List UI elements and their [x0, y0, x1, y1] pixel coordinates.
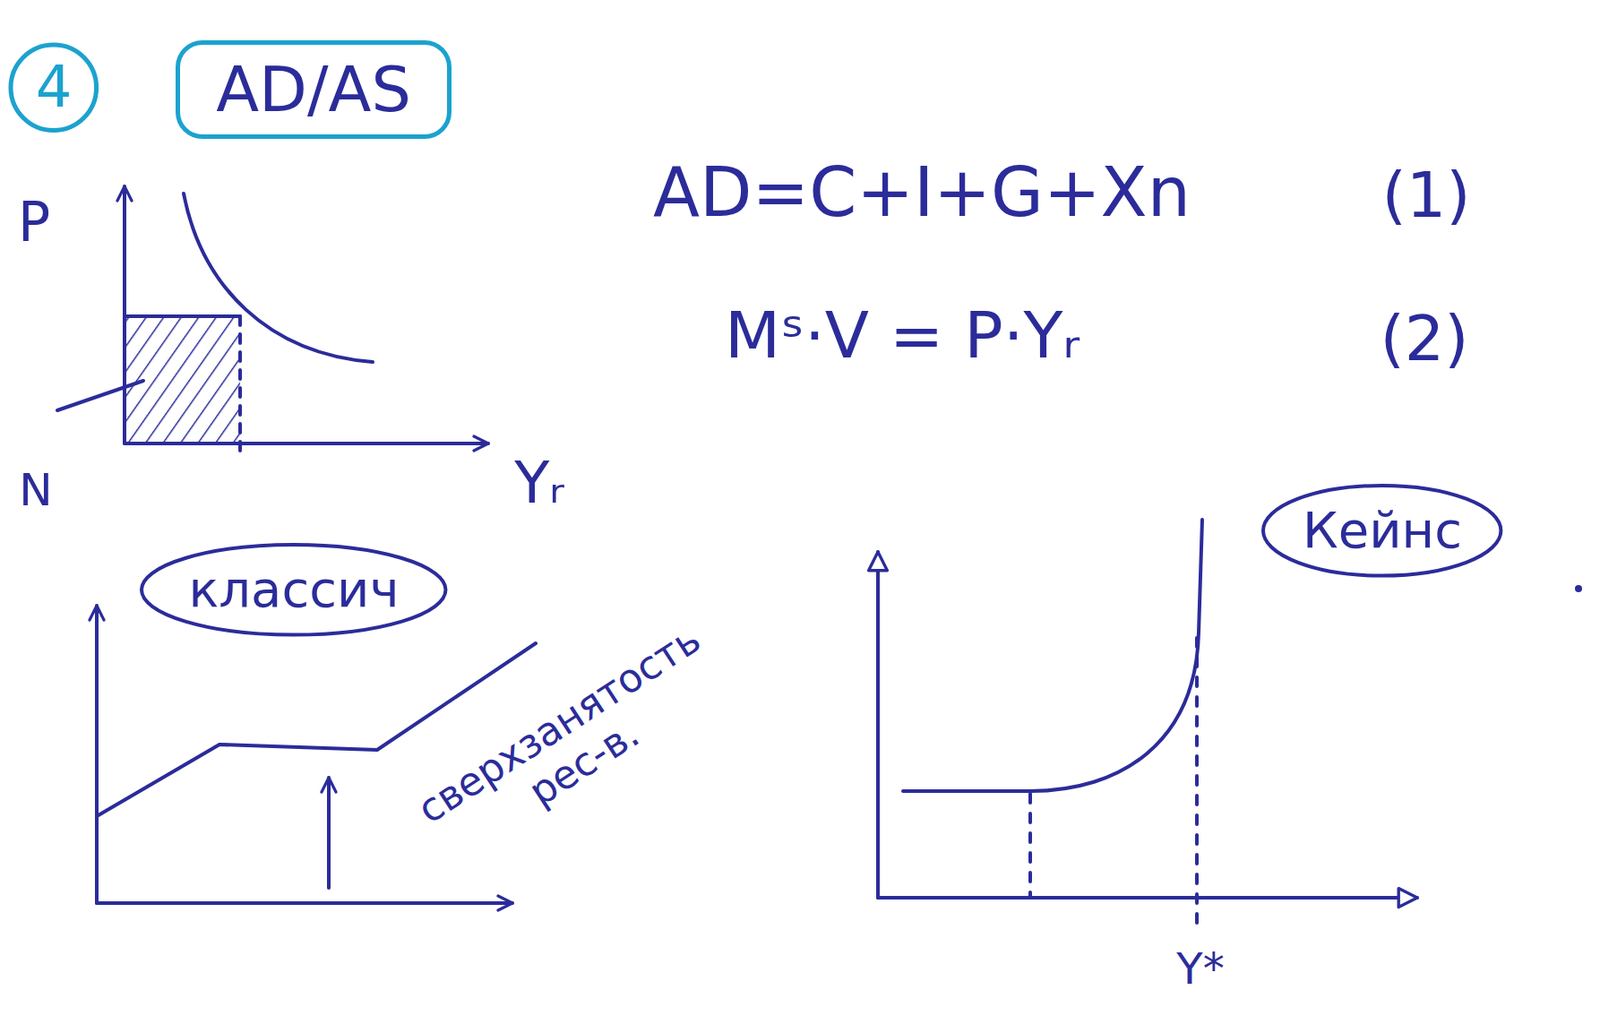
item-number: 4 [8, 42, 100, 134]
outline [1263, 485, 1501, 577]
up-arrow [326, 777, 331, 888]
x-axis [96, 901, 513, 905]
dashed-guide [1028, 793, 1033, 896]
formula: Mˢ·V = P·Yᵣ [724, 298, 1080, 373]
x-axis [877, 895, 1418, 900]
outline [141, 544, 446, 636]
y-axis [876, 551, 880, 898]
model-label: Кейнс [1260, 482, 1504, 579]
annotation: сверхзанятость рес-в. [396, 608, 748, 880]
hatched-area [126, 316, 241, 442]
axis-label: P [17, 191, 51, 254]
equation-number: (2) [1379, 302, 1469, 376]
axis-label: Yᵣ [514, 450, 565, 517]
node-text: 4 [35, 54, 73, 121]
leader-line [57, 380, 144, 411]
formula: AD=C+I+G+Xn [653, 153, 1191, 232]
node-text: классич [189, 560, 400, 619]
topic-box: AD/AS [175, 40, 452, 140]
equation-number: (1) [1381, 159, 1471, 233]
price-level-line [124, 314, 241, 319]
node-text: Кейнс [1302, 501, 1463, 560]
dashed-guide [1195, 637, 1199, 932]
dot [1574, 584, 1583, 593]
model-label: классич [138, 541, 449, 638]
ad-curve [183, 193, 373, 362]
node-text: AD/AS [215, 53, 412, 127]
y-axis [94, 605, 99, 904]
axis-label: Y* [1176, 944, 1224, 994]
dashed-guide [238, 316, 242, 453]
outline [10, 44, 97, 131]
keynesian-as-curve [903, 519, 1203, 792]
x-axis [124, 441, 489, 446]
axis-label: N [18, 464, 52, 517]
